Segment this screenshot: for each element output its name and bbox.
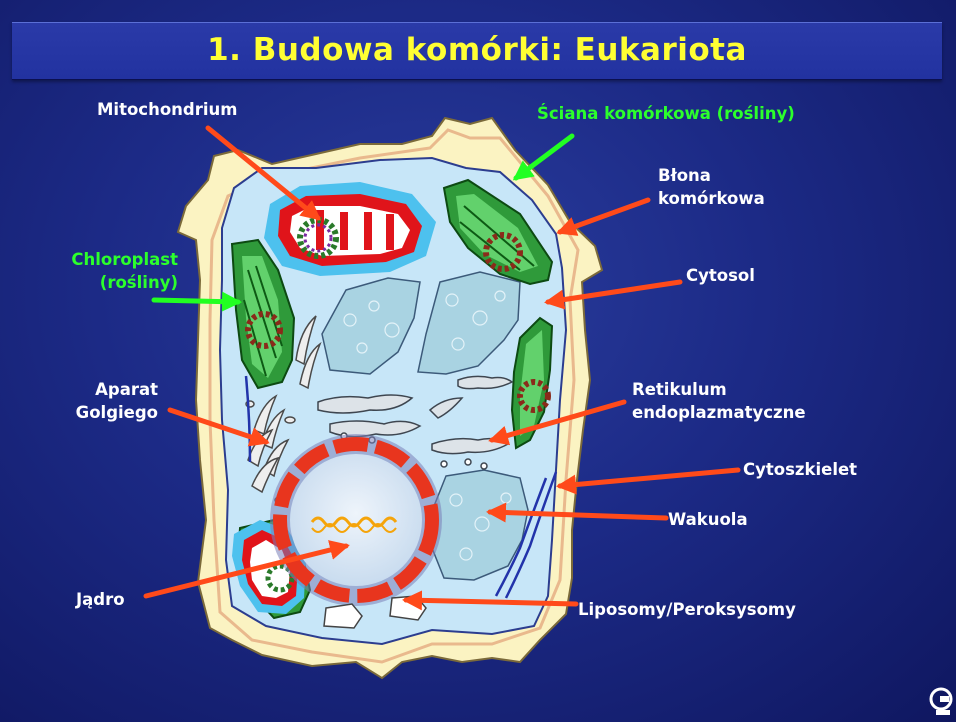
- label-chloroplast-line-1: Chloroplast: [30, 248, 178, 271]
- label-blona-komorkowa: Błona komórkowa: [658, 164, 765, 210]
- label-aparat-line-2: Golgiego: [40, 401, 158, 424]
- label-aparat-line-1: Aparat: [40, 378, 158, 401]
- label-chloroplast-line-2: (rośliny): [30, 271, 178, 294]
- nucleus: [270, 434, 442, 606]
- label-blona-line-1: Błona: [658, 164, 765, 187]
- arrow-cytoszkielet: [560, 470, 738, 486]
- label-sciana-komorkowa: Ściana komórkowa (rośliny): [537, 102, 795, 125]
- label-wakuola: Wakuola: [668, 508, 748, 531]
- corner-logo-icon: [928, 686, 954, 716]
- arrow-blona: [560, 200, 648, 232]
- label-liposomy-peroksysomy: Liposomy/Peroksysomy: [578, 598, 796, 621]
- label-retikulum-line-1: Retikulum: [632, 378, 806, 401]
- label-jadro: Jądro: [76, 588, 125, 611]
- label-chloroplast: Chloroplast (rośliny): [30, 248, 178, 294]
- arrow-sciana: [516, 136, 572, 178]
- label-blona-line-2: komórkowa: [658, 187, 765, 210]
- label-retikulum: Retikulum endoplazmatyczne: [632, 378, 806, 424]
- label-retikulum-line-2: endoplazmatyczne: [632, 401, 806, 424]
- label-aparat-golgiego: Aparat Golgiego: [40, 378, 158, 424]
- arrow-chloroplast: [154, 300, 238, 302]
- label-cytosol: Cytosol: [686, 264, 755, 287]
- label-mitochondrium: Mitochondrium: [97, 98, 237, 121]
- label-cytoszkielet: Cytoszkielet: [743, 458, 857, 481]
